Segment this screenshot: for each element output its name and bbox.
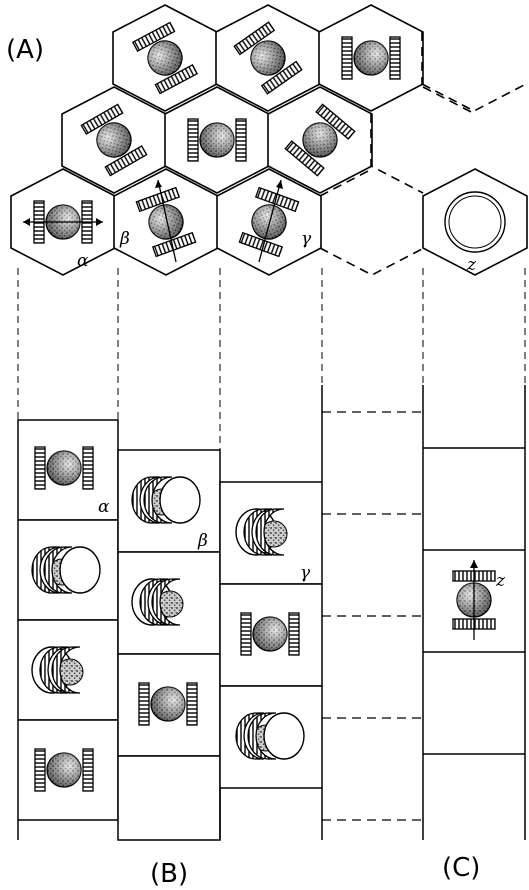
gamma-hex-label: γ: [301, 229, 312, 249]
alpha-hex-label: α: [77, 251, 89, 271]
panel-a: (A): [6, 5, 527, 275]
ring-icon: [445, 192, 505, 252]
column-empty: [322, 385, 423, 840]
z-molecule: [453, 560, 495, 640]
column-beta: β: [118, 450, 220, 840]
z-col-label: z: [495, 571, 506, 591]
column-gamma: γ: [220, 482, 322, 840]
gamma-col-label: γ: [300, 563, 311, 583]
z-hex-label: z: [466, 255, 477, 275]
hex-z: z: [423, 169, 527, 275]
panel-b-columns: α β γ: [18, 385, 423, 840]
beta-hex-label: β: [119, 229, 130, 249]
hex-r1-c4-empty: [422, 32, 526, 111]
panel-a-label: (A): [6, 35, 44, 65]
panel-c-label: (C): [442, 853, 480, 883]
panel-c-column: z: [423, 385, 525, 840]
alpha-col-label: α: [98, 497, 110, 517]
beta-col-label: β: [197, 531, 208, 551]
column-alpha: α: [18, 420, 118, 840]
panel-b-label: (B): [150, 859, 188, 889]
